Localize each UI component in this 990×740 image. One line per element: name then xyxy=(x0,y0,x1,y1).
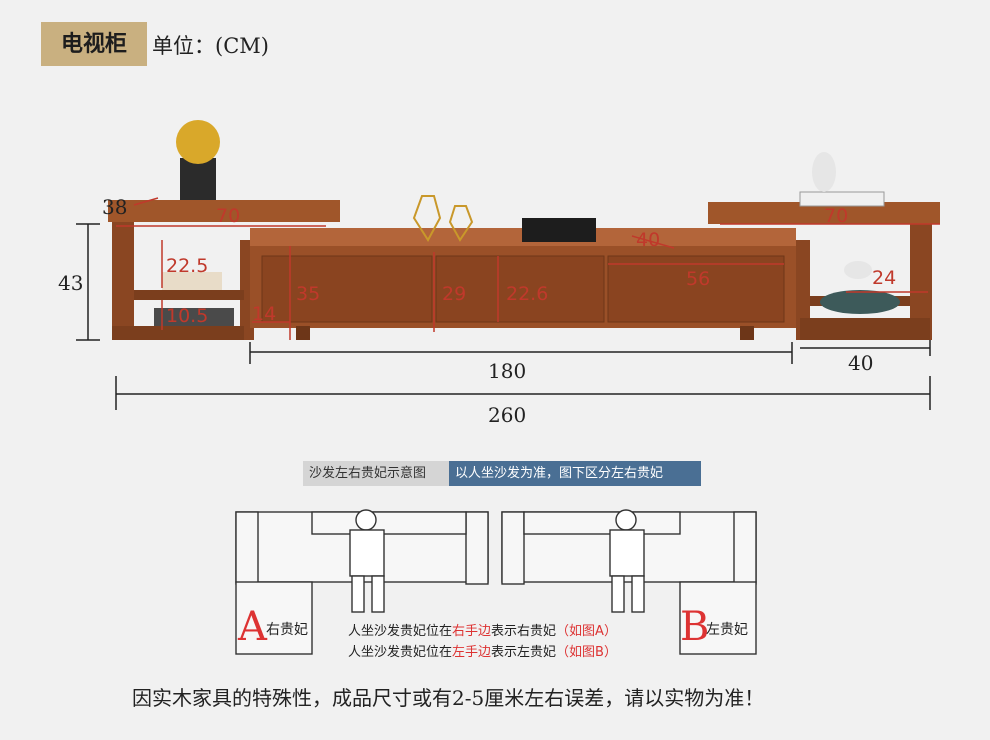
dim-right-drawer-width: 56 xyxy=(686,268,710,290)
note-line-1-ref: （如图A） xyxy=(556,624,617,639)
dimension-lines-red xyxy=(116,197,940,340)
title-badge: 电视柜 xyxy=(41,22,147,66)
note-line-1-post: 表示右贵妃 xyxy=(491,624,557,639)
note-line-2-pre: 人坐沙发贵妃位在 xyxy=(348,645,453,660)
dim-left-depth: 38 xyxy=(102,195,127,219)
footer-disclaimer: 因实木家具的特殊性，成品尺寸或有2-5厘米左右误差，请以实物为准！ xyxy=(132,686,765,710)
dim-drawer-inner: 22.6 xyxy=(506,283,548,305)
legend-left: 沙发左右贵妃示意图 xyxy=(303,461,452,486)
candle-holder-decor xyxy=(412,195,474,242)
sofa-b-letter: B xyxy=(680,604,709,650)
dim-main-height: 35 xyxy=(296,283,320,305)
dim-right-base: 40 xyxy=(848,351,873,375)
bowl-decor xyxy=(820,261,900,314)
vase-decor xyxy=(176,120,220,200)
sofa-a-letter: A xyxy=(237,604,268,650)
dim-left-shelf1: 22.5 xyxy=(166,255,208,277)
note-line-2-red: 左手边 xyxy=(452,645,492,660)
dim-drawer-height: 29 xyxy=(442,283,466,305)
sofa-a-illustration xyxy=(235,509,489,655)
legend-right: 以人坐沙发为准，图下区分左右贵妃 xyxy=(449,461,701,486)
note-line-1-red: 右手边 xyxy=(452,624,492,639)
books-decor xyxy=(154,272,234,326)
bird-decor xyxy=(799,152,885,207)
sofa-b-illustration xyxy=(501,509,757,655)
settop-box xyxy=(522,218,596,242)
dim-left-height: 43 xyxy=(58,271,83,295)
right-cabinet xyxy=(708,202,940,340)
dimension-lines xyxy=(76,223,931,410)
dim-total-width: 260 xyxy=(488,403,526,427)
dim-right-width: 70 xyxy=(824,205,848,227)
dim-right-depth: 40 xyxy=(636,229,660,251)
dim-gap: 14 xyxy=(252,303,276,325)
dim-left-width: 70 xyxy=(216,205,240,227)
note-line-2: 人坐沙发贵妃位在左手边表示左贵妃（如图B） xyxy=(348,641,617,660)
dim-left-shelf2: 10.5 xyxy=(166,305,208,327)
note-line-1-pre: 人坐沙发贵妃位在 xyxy=(348,624,453,639)
unit-label: 单位：(CM) xyxy=(152,34,269,58)
sofa-b-label: 左贵妃 xyxy=(706,622,748,638)
note-line-2-ref: （如图B） xyxy=(556,645,617,660)
note-line-1: 人坐沙发贵妃位在右手边表示右贵妃（如图A） xyxy=(348,620,617,639)
sofa-a-label: 右贵妃 xyxy=(266,622,308,638)
dim-right-shelf: 24 xyxy=(872,267,896,289)
dim-main-width: 180 xyxy=(488,359,526,383)
note-line-2-post: 表示左贵妃 xyxy=(491,645,557,660)
